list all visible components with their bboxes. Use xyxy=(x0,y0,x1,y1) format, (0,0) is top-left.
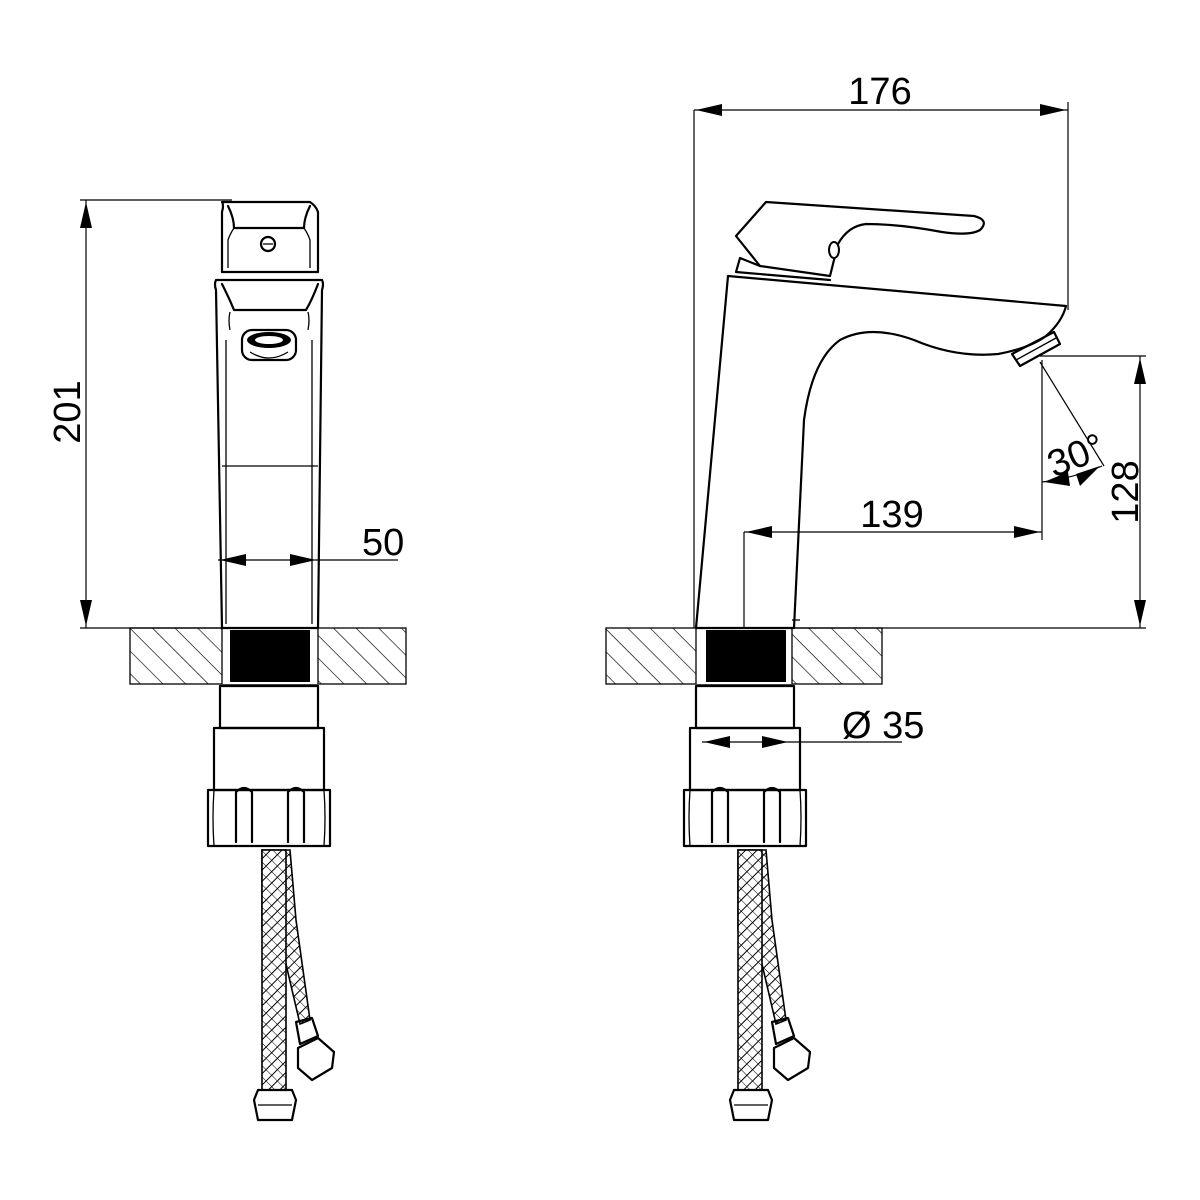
dim-height-total: 201 xyxy=(47,199,232,628)
side-countertop xyxy=(605,627,883,685)
front-hoses xyxy=(252,849,336,1122)
dim-body-width: 50 xyxy=(218,522,404,566)
side-view: 176 139 128 30° xyxy=(605,71,1147,1122)
dim-spout-reach: 139 xyxy=(743,360,1043,628)
dim-label-50: 50 xyxy=(362,522,404,564)
side-aerator xyxy=(1010,330,1062,368)
dim-spout-angle: 30° xyxy=(1039,361,1111,486)
dim-label-139: 139 xyxy=(860,494,923,536)
front-shank xyxy=(206,684,332,848)
side-hoses xyxy=(728,849,812,1122)
side-handle xyxy=(734,200,985,282)
dim-spout-height: 128 xyxy=(1040,355,1147,628)
dim-label-diameter-35: Ø 35 xyxy=(842,705,924,747)
front-handle xyxy=(220,200,320,274)
side-body xyxy=(694,274,1068,630)
front-body xyxy=(213,278,325,630)
dim-label-128: 128 xyxy=(1105,460,1147,523)
side-shank xyxy=(682,684,808,848)
dim-label-176: 176 xyxy=(848,71,911,113)
front-aerator xyxy=(240,328,298,362)
dim-label-201: 201 xyxy=(47,380,89,443)
front-view: 201 50 xyxy=(47,199,407,1122)
dim-total-length: 176 xyxy=(693,71,1069,628)
dim-mount-diameter: Ø 35 xyxy=(702,705,924,748)
front-countertop xyxy=(129,627,407,685)
dim-label-30-degrees: 30° xyxy=(1042,426,1111,486)
